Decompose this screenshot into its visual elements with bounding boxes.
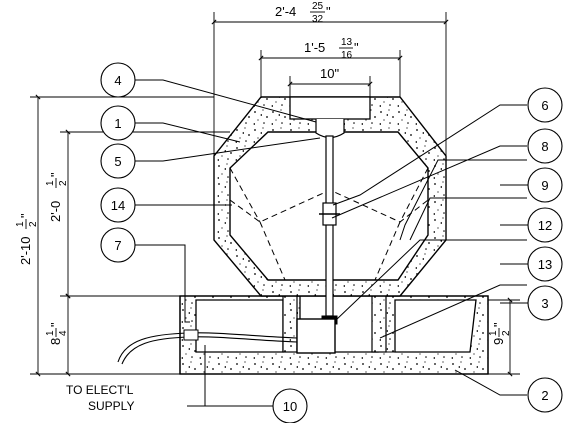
inner-width-whole: 1'-5: [304, 40, 325, 55]
base-right-unit: ": [491, 322, 506, 327]
overall-width-unit: ": [326, 4, 331, 19]
callout-14: 14: [111, 198, 125, 213]
cable-sleeve: [183, 329, 199, 341]
base-right-den: 2: [501, 330, 512, 336]
top-block-label: 10": [320, 66, 339, 81]
callout-bubbles: 4 1 5 14 7 6 8 9 12 13 3 2 10: [100, 62, 563, 423]
supply-pipe: [325, 135, 334, 317]
callout-13: 13: [538, 257, 552, 272]
body-height-unit: ": [48, 172, 63, 177]
dim-top-block: 10": [287, 66, 373, 97]
octagon-shell: [213, 96, 447, 297]
body-height-num: 1: [45, 180, 56, 186]
elect-supply-note-line1: TO ELECT'L: [66, 383, 134, 397]
nozzle-bracket: [315, 119, 345, 139]
total-height-whole: 2'-10: [18, 236, 33, 265]
callout-10: 10: [283, 399, 297, 414]
dim-inner-width: 1'-5 13 16 ": [258, 37, 403, 97]
total-height-den: 2: [28, 221, 39, 227]
top-cap-block: [289, 96, 371, 120]
total-height-num: 1: [15, 221, 26, 227]
callout-7: 7: [114, 238, 121, 253]
base-left-num: 1: [45, 330, 56, 336]
elect-supply-note-line2: SUPPLY: [88, 399, 134, 413]
pump-box: [296, 318, 336, 354]
base-right-whole: 9: [491, 338, 506, 345]
base-left-whole: 8: [48, 338, 63, 345]
base-left-unit: ": [48, 322, 63, 327]
inner-width-num: 13: [341, 37, 353, 48]
callout-2: 2: [541, 388, 548, 403]
total-height-unit: ": [18, 213, 33, 218]
overall-width-num: 25: [312, 1, 324, 12]
body-height-whole: 2'-0: [48, 201, 63, 222]
overall-width-whole: 2'-4: [275, 4, 296, 19]
callout-3: 3: [541, 296, 548, 311]
callout-6: 6: [541, 98, 548, 113]
inner-width-den: 16: [341, 50, 353, 61]
callout-12: 12: [538, 218, 552, 233]
callout-leaders: [135, 79, 527, 407]
callout-8: 8: [541, 139, 548, 154]
callout-1: 1: [114, 116, 121, 131]
overall-width-den: 32: [312, 14, 324, 25]
callout-4: 4: [114, 73, 121, 88]
callout-9: 9: [541, 178, 548, 193]
inner-width-unit: ": [354, 40, 359, 55]
callout-5: 5: [114, 154, 121, 169]
dim-base-right: 9 1 2 ": [488, 297, 520, 377]
dim-body-height: 2'-0 1 2 ": [45, 129, 230, 299]
base-right-num: 1: [488, 330, 499, 336]
dim-base-left: 8 1 4 ": [45, 293, 71, 377]
support-column-right: [371, 295, 387, 353]
body-height-den: 2: [58, 180, 69, 186]
support-column-left: [282, 295, 298, 353]
base-left-den: 4: [58, 330, 69, 336]
callout-leaders-right: [205, 184, 528, 407]
